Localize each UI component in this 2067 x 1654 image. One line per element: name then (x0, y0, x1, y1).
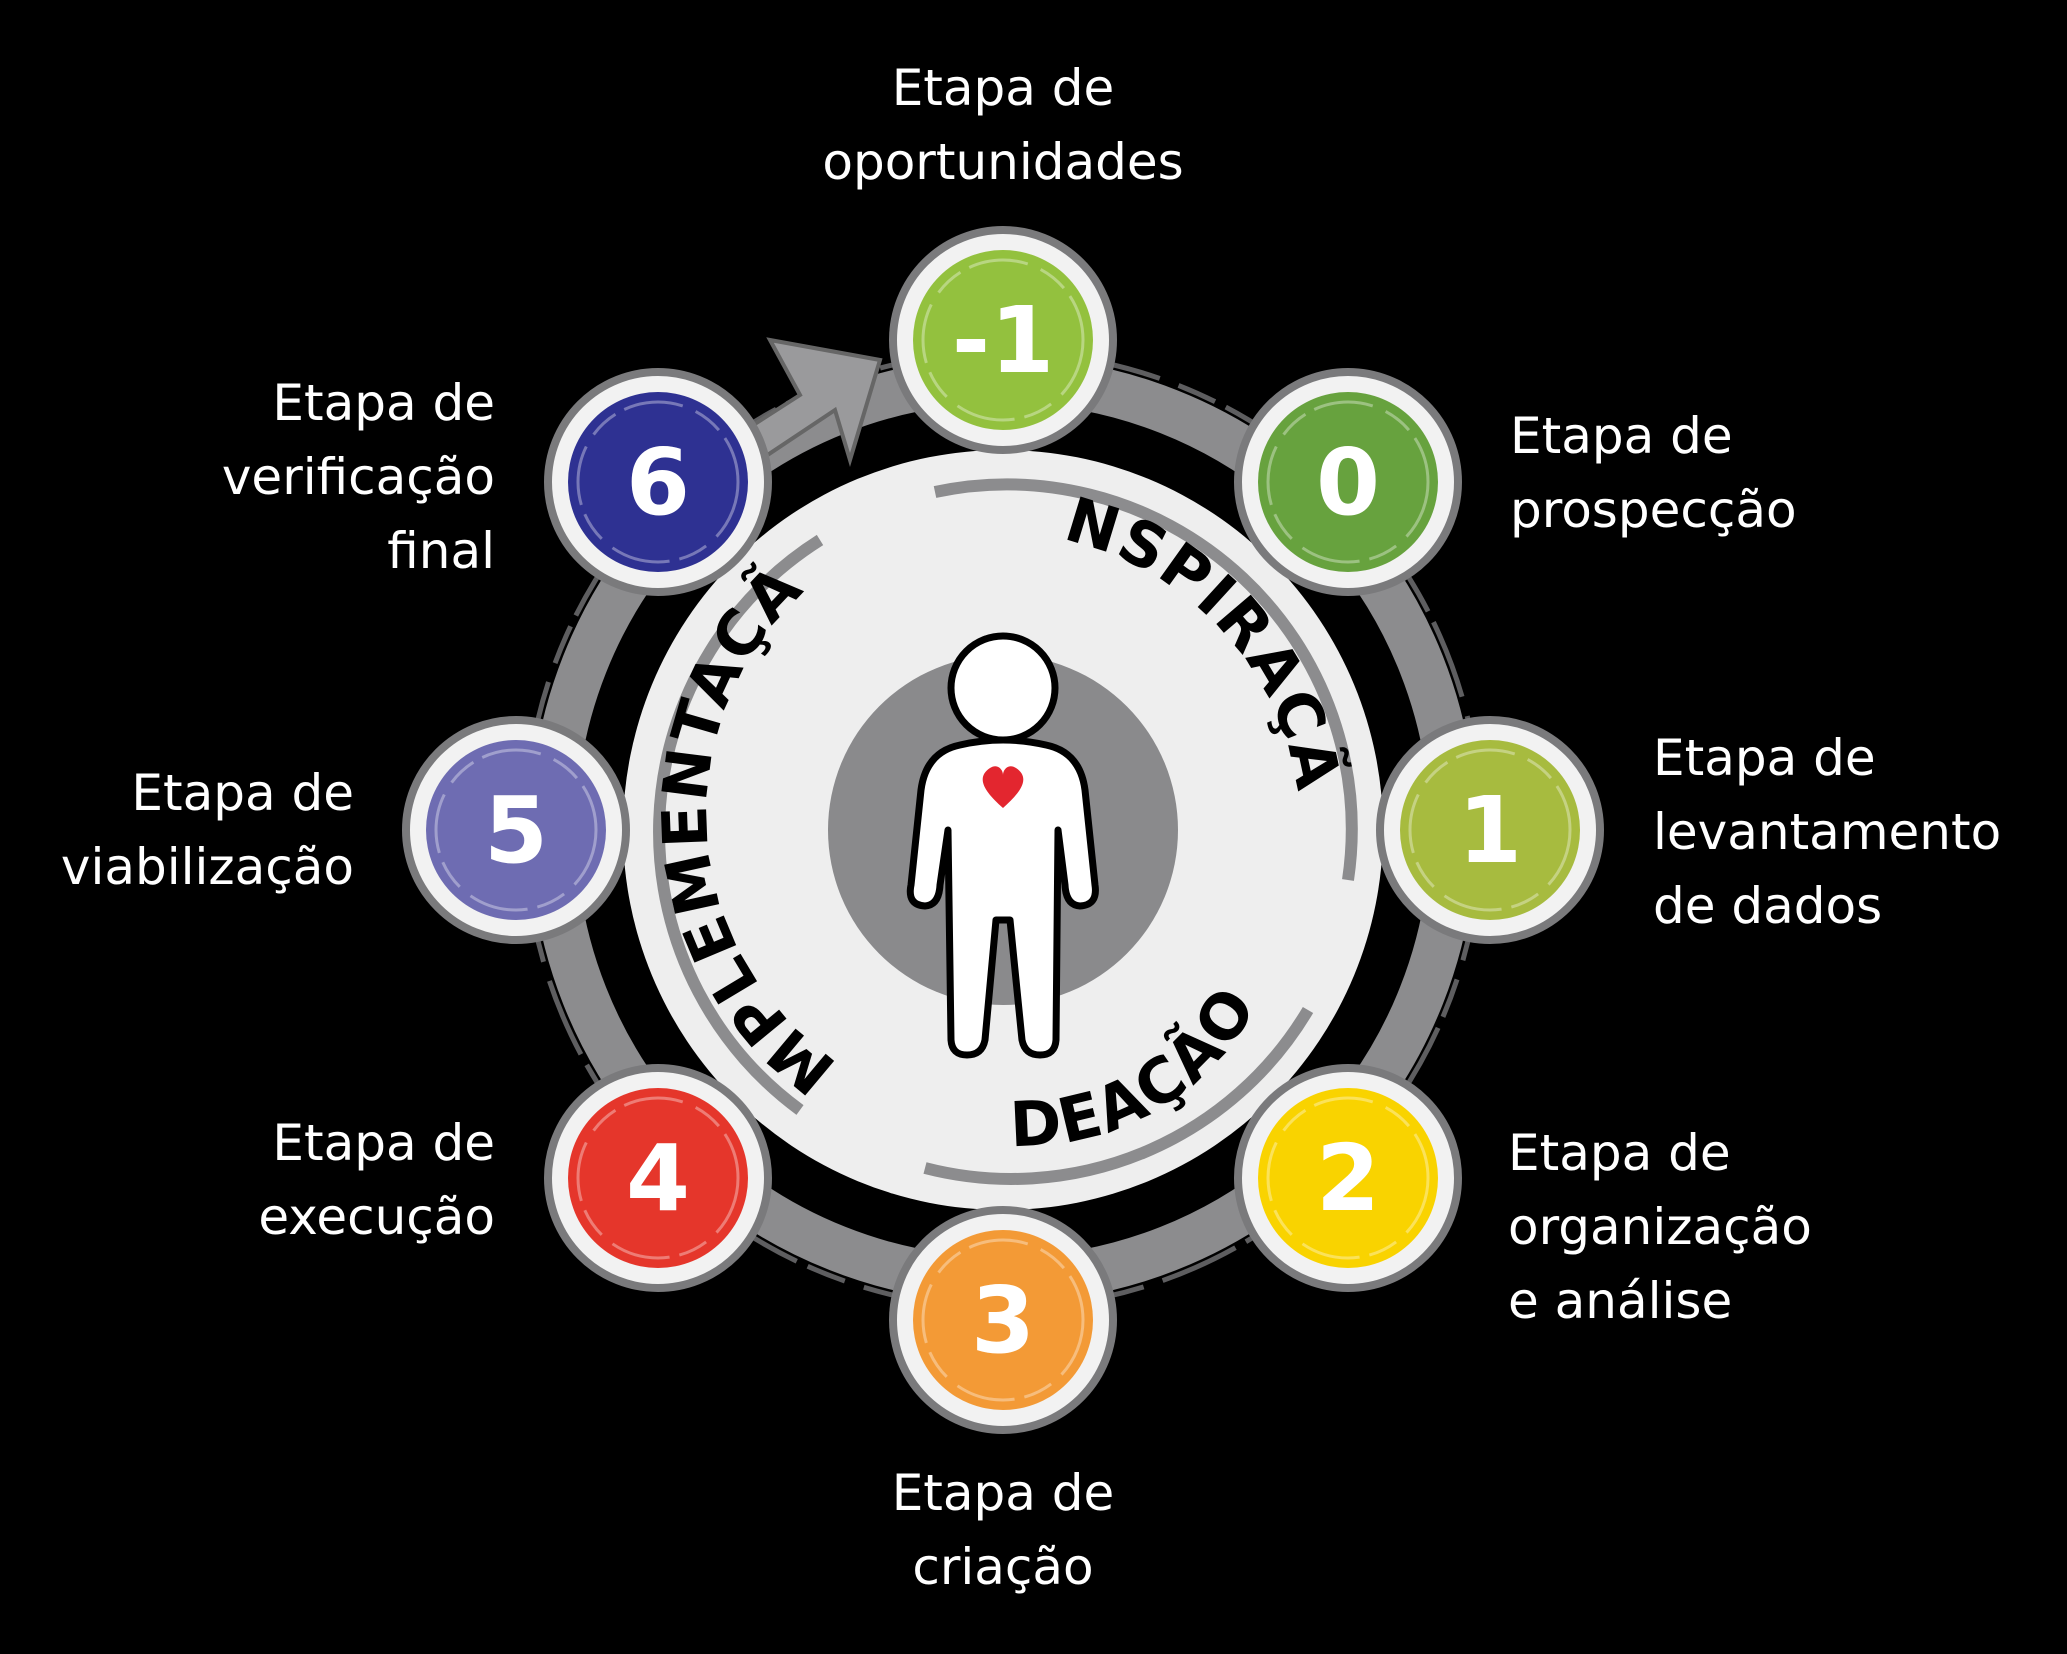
stage-brush-stroke (576, 400, 740, 564)
stage-color-disc (1258, 1088, 1438, 1268)
stage-number: 2 (1316, 1125, 1380, 1232)
stage-label-line: Etapa de (892, 1464, 1115, 1522)
stage-color-disc (426, 740, 606, 920)
stage-number: 4 (626, 1125, 690, 1232)
stage-label: Etapa de levantamento de dados (1653, 729, 2001, 935)
stage-brush-stroke (434, 748, 598, 912)
stage-color-disc (568, 1088, 748, 1268)
stage-label-line: viabilização (61, 838, 354, 896)
inspiration-arc (933, 478, 1358, 881)
stage-number: 3 (971, 1267, 1035, 1374)
stage-color-disc (913, 1230, 1093, 1410)
stage-number: 6 (626, 429, 690, 536)
stage-label-line: final (387, 522, 495, 580)
stage-label: Etapa de organização e análise (1508, 1124, 1812, 1330)
person-icon (906, 632, 1099, 1059)
stage-color-disc (1400, 740, 1580, 920)
ideation-arc (923, 1006, 1314, 1185)
stage-label: Etapa de prospecção (1510, 407, 1797, 539)
stage-2: 1 Etapa de levantamento de dados (1376, 716, 2001, 944)
stage-brush-stroke (921, 258, 1085, 422)
stage-label: Etapa de criação (892, 1464, 1115, 1596)
stage-label-line: e análise (1508, 1272, 1732, 1330)
stage-color-disc (913, 250, 1093, 430)
stage-brush-stroke (576, 1096, 740, 1260)
stage-color-disc (1258, 392, 1438, 572)
stage-label-line: oportunidades (822, 133, 1183, 191)
stage-label-line: execução (258, 1188, 495, 1246)
heart-icon (982, 766, 1024, 808)
stage-1: 0 Etapa de prospecção (1234, 368, 1797, 596)
stage-label-line: Etapa de (1510, 407, 1733, 465)
stage-label: Etapa de viabilização (61, 764, 354, 896)
stage-5: 4 Etapa de execução (258, 1064, 772, 1292)
stage-label-line: Etapa de (892, 59, 1115, 117)
stage-label-line: de dados (1653, 877, 1882, 935)
implementation-arc (653, 534, 824, 1115)
stage-label-line: verificação (222, 448, 495, 506)
stage-6: 5 Etapa de viabilização (61, 716, 630, 944)
stage-brush-stroke (1266, 400, 1430, 564)
stage-label-line: organização (1508, 1198, 1812, 1256)
stage-label-line: criação (912, 1538, 1093, 1596)
stage-3: 2 Etapa de organização e análise (1234, 1064, 1812, 1330)
stage-label-line: Etapa de (1508, 1124, 1731, 1182)
stage-label: Etapa de oportunidades (822, 59, 1183, 191)
stage-brush-stroke (1266, 1096, 1430, 1260)
stage-number: 0 (1316, 429, 1380, 536)
stage-label-line: prospecção (1510, 481, 1797, 539)
stage-label: Etapa de verificação final (222, 374, 495, 580)
stage-label-line: levantamento (1653, 803, 2001, 861)
stage-number: -1 (952, 287, 1054, 394)
stage-0: -1 Etapa de oportunidades (822, 59, 1184, 454)
stage-7: 6 Etapa de verificação final (222, 368, 772, 596)
stage-label-line: Etapa de (272, 1114, 495, 1172)
stage-label-line: Etapa de (1653, 729, 1876, 787)
stage-number: 1 (1458, 777, 1522, 884)
stage-label: Etapa de execução (258, 1114, 495, 1246)
stage-number: 5 (484, 777, 548, 884)
stage-label-line: Etapa de (272, 374, 495, 432)
stage-label-line: Etapa de (131, 764, 354, 822)
stage-color-disc (568, 392, 748, 572)
stage-brush-stroke (921, 1238, 1085, 1402)
stage-brush-stroke (1408, 748, 1572, 912)
